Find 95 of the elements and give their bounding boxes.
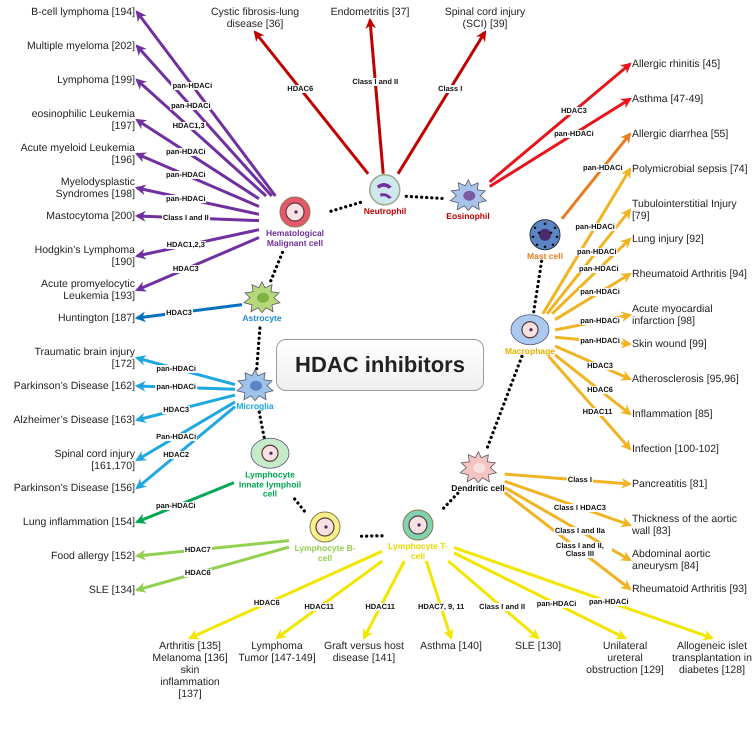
dotted-connector [532,260,544,316]
disease-label: Endometritis [37] [330,6,410,18]
disease-label: Traumatic brain injury [172] [33,346,135,370]
arrow [453,552,627,640]
disease-label: Pancreatitis [81] [632,478,708,490]
disease-label: Tubulointerstitial Injury [79] [632,198,738,222]
disease-label: Hodgkin’s Lymphoma [190] [34,244,135,268]
disease-label: Arthritis [135] [158,640,222,652]
arrow [488,98,632,188]
arrow [135,78,268,198]
dotted-connector [258,410,266,439]
arrow [254,30,370,175]
disease-label: Lung injury [92] [632,233,704,245]
disease-label: Multiple myeloma [202] [27,40,135,52]
disease-label: Cystic fibrosis-lung disease [36] [210,6,300,30]
arrow [424,560,454,640]
arrow [560,132,632,220]
cell-label: Hematological Malignant cell [264,229,326,248]
disease-label: Allergic rhinitis [45] [632,58,720,70]
arrow [554,354,632,416]
arrow [136,44,273,197]
disease-label: Acute promyelocytic Leukemia [193] [40,278,135,302]
disease-label: Atherosclerosis [95,96] [632,373,739,385]
disease-label: Melanoma [136] [151,652,229,664]
cell-label: Macrophage [504,346,556,356]
disease-label: Unilateral ureteral obstruction [129] [585,640,665,676]
disease-label: eosinophilic Leukemia [197] [30,108,135,132]
disease-label: Infection [100-102] [632,443,719,455]
cell-label: Dendritic cell [451,484,505,494]
disease-label: Parkinson’s Disease [156] [14,482,135,494]
disease-label: Lymphoma Tumor [147-149] [237,640,317,664]
arrow [134,546,290,593]
disease-label: Acute myocardial infarction [98] [632,303,714,327]
arrow [504,480,632,528]
arrow [135,152,260,208]
disease-label: Mastocytoma [200] [46,210,135,222]
disease-label: Graft versus host disease [141] [324,640,404,664]
cell-label: Lymphocyte Innate lymphoil cell [238,470,302,499]
disease-label: Abdominal aortic aneurysm [84] [632,548,712,572]
arrow [135,481,235,524]
arrow [135,118,260,200]
arrow [554,344,632,380]
arrow [396,30,486,175]
cell-label: Lymphocyte T-cell [387,542,449,561]
dotted-connector [292,497,306,513]
disease-label: Allogeneic islet transplantation in diabetes [128] [672,640,752,676]
arrow [275,560,384,640]
disease-label: Rheumatoid Arthritis [93] [632,583,747,595]
arrow [547,355,632,451]
disease-label: Food allergy [152] [50,550,135,562]
disease-label: Skin wound [99] [632,338,707,350]
disease-label: Acute myeloid Leukemia [196] [20,142,135,166]
cell-label: Astrocyte [242,314,282,324]
disease-label: Polymicrobial sepsis [74] [632,163,748,175]
dotted-connector [359,534,384,538]
cell-label: Microglia [235,402,275,412]
disease-label: Spinal cord injury (SCI) [39] [444,6,526,30]
disease-label: SLE [134] [88,584,135,596]
disease-label: Inflammation [85] [632,408,713,420]
disease-label: Allergic diarrhea [55] [632,128,728,140]
arrow [554,272,632,321]
arrow [488,62,632,183]
disease-label: Lung inflammation [154] [22,516,135,528]
arrow [362,560,406,640]
arrow [135,236,260,292]
disease-label: Asthma [47-49] [632,93,704,105]
disease-label: Parkinson’s Disease [162] [14,380,135,392]
disease-label: Asthma [140] [420,640,482,652]
arrow [546,208,632,315]
cell-label: Lymphocyte B-cell [293,544,357,563]
disease-label: B-cell lymphoma [194] [31,6,135,18]
disease-label: Thickness of the aortic wall [83] [632,513,738,537]
disease-label: Spinal cord injury [161,170] [53,448,135,472]
title-box: HDAC inhibitors [276,339,484,391]
disease-label: Huntington [187] [58,312,135,324]
arrow [136,10,277,197]
arrow [135,400,236,462]
cell-label: Mast cell [526,252,564,262]
arrow [365,18,385,174]
disease-label: SLE [130] [514,640,562,652]
arrow [447,560,540,640]
disease-label: Alzheimer’s Disease [163] [13,414,135,426]
arrow [135,405,236,490]
disease-label: skin inflammation [137] [159,664,221,700]
cell-label: Eosinophil [446,212,490,222]
arrow [542,167,632,315]
arrow [504,486,632,562]
arrow [454,546,714,640]
disease-label: Lymphoma [199] [57,74,135,86]
arrow [188,550,383,640]
cell-label: Neutrophil [364,206,406,216]
disease-label: Rheumatoid Arthritis [94] [632,268,747,280]
dotted-connector [441,492,460,511]
arrow [551,238,632,315]
disease-label: Myelodysplastic Syndromes [198] [54,176,135,200]
